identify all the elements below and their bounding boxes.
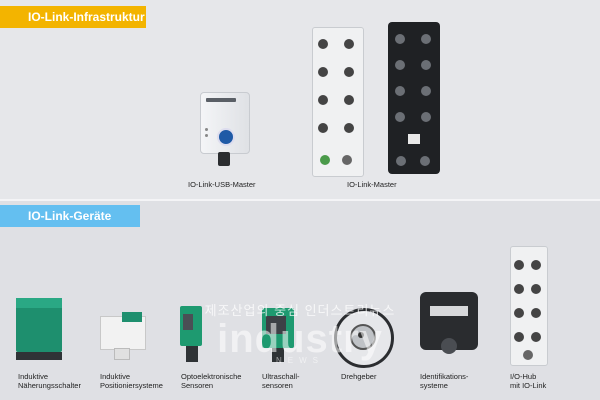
section-divider (0, 199, 600, 201)
usb-master-label: IO-Link-USB-Master (188, 180, 256, 189)
device-label-encoder: Drehgeber (341, 372, 377, 381)
device-label-identification: Identifikations- systeme (420, 372, 469, 390)
infrastructure-section (0, 0, 600, 200)
optoelectronic-device (180, 306, 204, 362)
watermark-korean: 제조산업의 중심 인더스트리뉴스 (204, 303, 396, 318)
device-label-ultrasonic: Ultraschall- sensoren (262, 372, 300, 390)
device-label-proximity: Induktive Näherungsschalter (18, 372, 81, 390)
watermark: 제조산업의 중심 인더스트리뉴스 industry NEWS (200, 300, 400, 380)
devices-section (0, 200, 600, 400)
device-label-positioning: Induktive Positioniersysteme (100, 372, 163, 390)
usb-master-device (200, 92, 250, 172)
io-hub-device (510, 246, 548, 366)
inductive-proximity-device (16, 298, 62, 360)
ultrasonic-device (262, 308, 294, 362)
device-label-optoelectronic: Optoelektronische Sensoren (181, 372, 242, 390)
infrastructure-title: IO-Link-Infrastruktur (0, 6, 146, 28)
device-label-io-hub: I/O-Hub mit IO-Link (510, 372, 547, 390)
identification-device (420, 292, 478, 354)
io-link-master-dark (388, 22, 440, 174)
usb-icon (217, 128, 235, 146)
io-link-master-light (312, 27, 364, 177)
inductive-positioning-device (100, 312, 146, 360)
devices-title: IO-Link-Geräte (0, 205, 140, 227)
rotary-encoder-device (330, 304, 400, 368)
watermark-sub: NEWS (276, 356, 324, 365)
io-link-master-label: IO-Link-Master (347, 180, 397, 189)
watermark-brand: industry (217, 317, 383, 361)
